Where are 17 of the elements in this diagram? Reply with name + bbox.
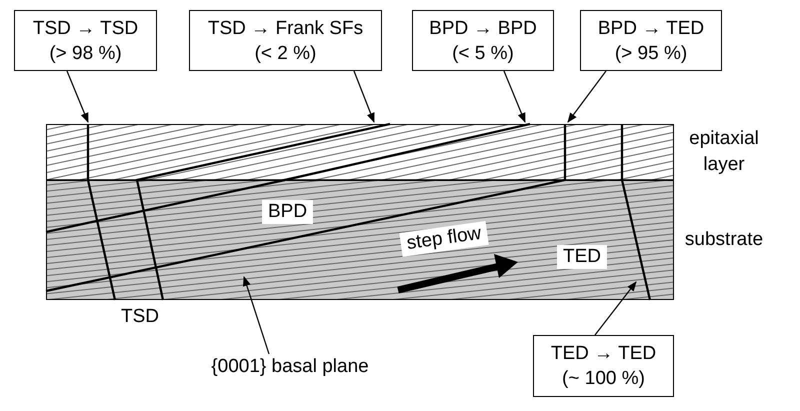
diagram-label: BPD <box>262 200 314 224</box>
leader-arrow <box>567 70 606 123</box>
callout-box: BPD → BPD (< 5 %) <box>412 10 554 71</box>
plane-label: {0001} basal plane <box>211 355 369 379</box>
diagram-label: TSD <box>121 305 159 329</box>
callout-box: TSD → TSD (> 98 %) <box>14 10 157 71</box>
layer-label: substrate <box>684 228 764 252</box>
leader-arrow <box>353 70 375 123</box>
diagram-label: TED <box>557 245 607 269</box>
leader-arrow <box>242 276 270 354</box>
leader-arrow <box>594 281 637 336</box>
leader-arrow <box>503 70 526 123</box>
callout-box: TED → TED (~ 100 %) <box>533 335 674 397</box>
leader-arrow <box>66 70 89 123</box>
callout-box: BPD → TED (> 95 %) <box>580 10 722 71</box>
callout-box: TSD → Frank SFs (< 2 %) <box>189 10 382 71</box>
layer-label: epitaxial layer <box>688 127 760 177</box>
